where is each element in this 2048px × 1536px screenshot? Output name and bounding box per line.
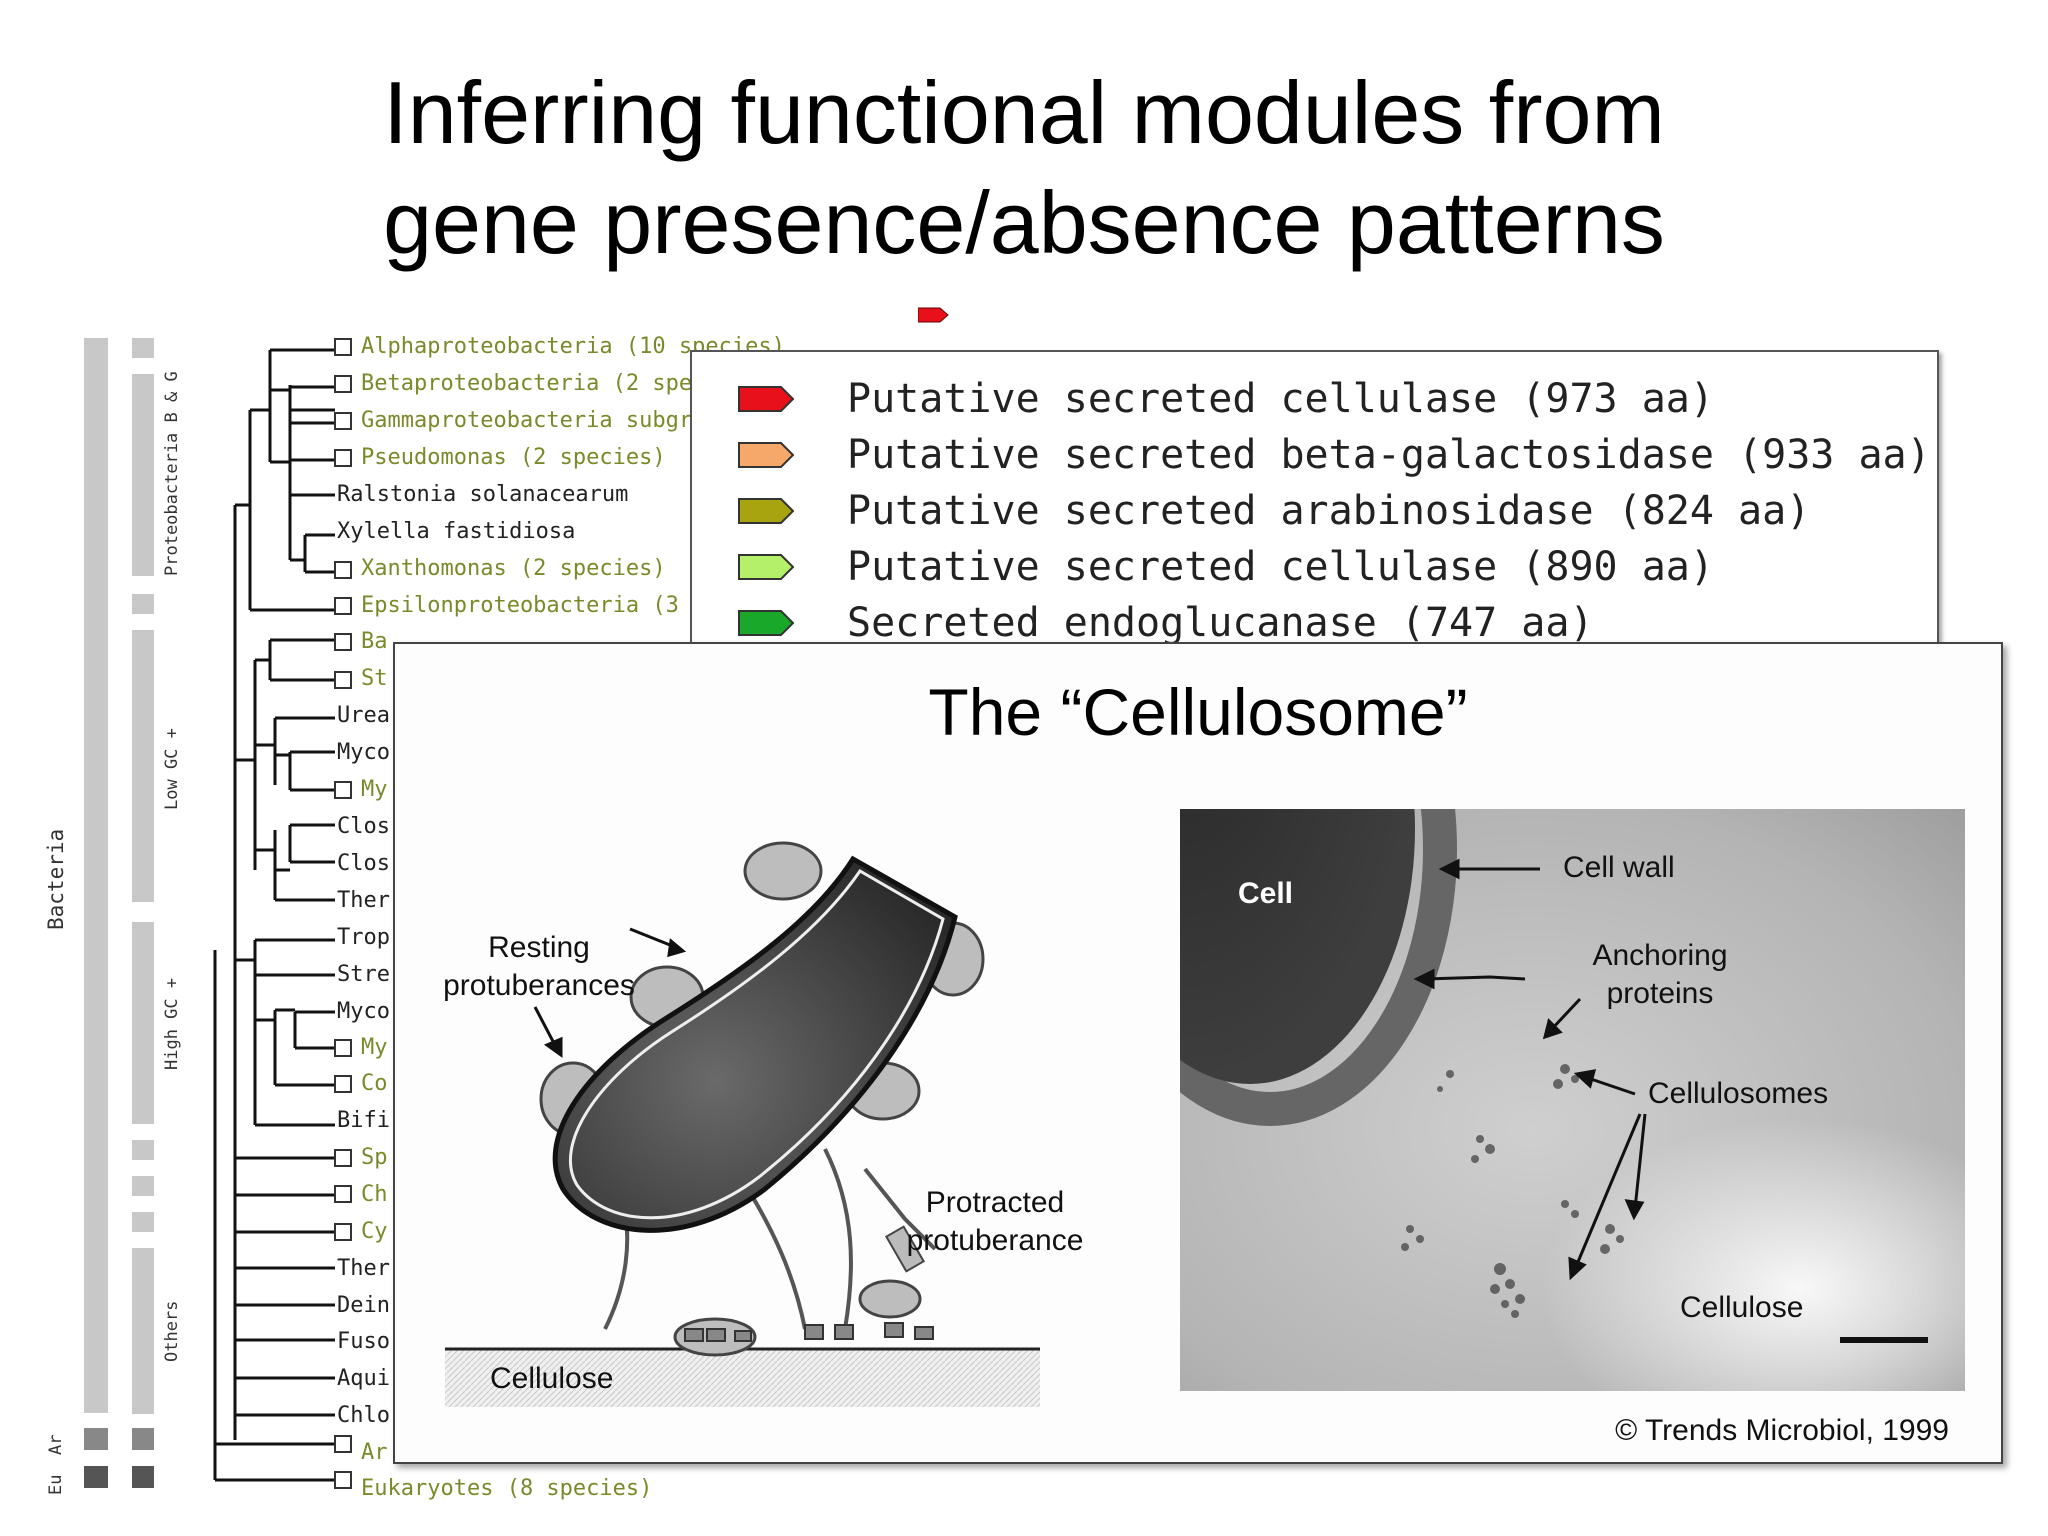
gene-arrow-icon	[738, 554, 795, 580]
slide-title: Inferring functional modules from gene p…	[0, 58, 2048, 278]
tree-row: Trop	[337, 925, 390, 950]
cell-label: Cell	[1238, 877, 1294, 910]
anchoring-line-1: Anchoring	[1592, 939, 1728, 972]
low-gc-group-label: Low GC +	[162, 728, 182, 810]
tree-row: Clos	[337, 851, 390, 876]
tree-row[interactable]: St	[361, 666, 388, 691]
tree-row[interactable]: Co	[361, 1071, 388, 1096]
legend-item: Putative secreted cellulase (890 aa)	[737, 542, 1714, 592]
micrograph-image	[1180, 809, 1965, 1391]
high-gc-group-label: High GC +	[162, 977, 182, 1070]
anchoring-proteins-label: Anchoring proteins	[1585, 937, 1735, 1013]
tree-row[interactable]: Epsilonproteobacteria (3	[361, 593, 679, 618]
tree-row: Urea	[337, 703, 390, 728]
tree-row[interactable]: Ch	[361, 1182, 388, 1207]
tree-row: Xylella fastidiosa	[337, 519, 576, 544]
tree-row: Dein	[337, 1293, 390, 1318]
tree-row[interactable]: Sp	[361, 1145, 388, 1170]
tree-row[interactable]: My	[361, 777, 388, 802]
tree-row[interactable]: My	[361, 1035, 388, 1060]
tree-row[interactable]: Gammaproteobacteria subgr	[361, 408, 693, 433]
legend-item: Putative secreted beta-galactosidase (93…	[737, 430, 1931, 480]
resting-line-1: Resting	[488, 931, 590, 964]
tree-row: Chlo	[337, 1403, 390, 1428]
eukaryote-abbrev-label: Eu	[46, 1474, 66, 1495]
cellulosomes-label: Cellulosomes	[1648, 1077, 1829, 1110]
protracted-line-2: protuberance	[906, 1224, 1084, 1257]
tree-row[interactable]: Ar	[361, 1440, 388, 1465]
gene-legend-box: Putative secreted cellulase (973 aa) Put…	[690, 350, 1939, 654]
tree-row[interactable]: Ba	[361, 629, 388, 654]
resting-protuberances-label: Resting protuberances	[439, 929, 639, 1005]
tree-row: Ther	[337, 1256, 390, 1281]
cellulosome-diagram	[445, 841, 1040, 1407]
tree-row[interactable]: Pseudomonas (2 species)	[361, 445, 666, 470]
diagram-cellulose-label: Cellulose	[490, 1362, 614, 1395]
slide-title-line-2: gene presence/absence patterns	[383, 173, 1665, 272]
tree-row: Myco	[337, 999, 390, 1024]
proteobacteria-group-label: Proteobacteria B & G	[162, 371, 182, 576]
slide-title-line-1: Inferring functional modules from	[383, 63, 1665, 162]
gene-arrow-icon	[738, 386, 795, 412]
resting-line-2: protuberances	[443, 969, 635, 1002]
micrograph-cellulose-label: Cellulose	[1680, 1291, 1804, 1324]
gene-arrow-icon	[738, 442, 795, 468]
legend-item: Secreted endoglucanase (747 aa)	[737, 598, 1594, 648]
legend-item-label: Secreted endoglucanase (747 aa)	[847, 600, 1594, 646]
legend-item-label: Putative secreted cellulase (890 aa)	[847, 544, 1714, 590]
tree-row[interactable]: Eukaryotes (8 species)	[361, 1476, 653, 1501]
tree-row: Fuso	[337, 1329, 390, 1354]
protracted-line-1: Protracted	[925, 1186, 1065, 1219]
tree-row: Aqui	[337, 1366, 390, 1391]
tree-row: Ralstonia solanacearum	[337, 482, 629, 507]
archaea-abbrev-label: Ar	[46, 1434, 66, 1455]
cellulosome-title: The “Cellulosome”	[928, 675, 1468, 749]
others-group-label: Others	[162, 1300, 182, 1362]
tree-row[interactable]: Cy	[361, 1219, 388, 1244]
bacteria-label: Bacteria	[44, 828, 68, 930]
tree-row: Bifi	[337, 1108, 390, 1133]
tree-row: Clos	[337, 814, 390, 839]
cell-wall-label: Cell wall	[1563, 851, 1675, 884]
tree-row[interactable]: Xanthomonas (2 species)	[361, 556, 666, 581]
gene-arrow-icon	[738, 610, 795, 636]
tree-row: Stre	[337, 962, 390, 987]
gene-arrow-icon	[738, 498, 795, 524]
legend-item-label: Putative secreted cellulase (973 aa)	[847, 376, 1714, 422]
legend-item-label: Putative secreted arabinosidase (824 aa)	[847, 488, 1811, 534]
red-gene-marker	[918, 307, 949, 323]
anchoring-line-2: proteins	[1606, 977, 1714, 1010]
legend-item-label: Putative secreted beta-galactosidase (93…	[847, 432, 1931, 478]
protracted-protuberance-label: Protracted protuberance	[895, 1184, 1095, 1260]
image-credit: © Trends Microbiol, 1999	[1615, 1414, 1949, 1447]
electron-micrograph: Cell Cell wall Anchoring proteins Cellul…	[1180, 809, 1965, 1391]
tree-row: Myco	[337, 740, 390, 765]
tree-row[interactable]: Betaproteobacteria (2 spe	[361, 371, 693, 396]
legend-item: Putative secreted cellulase (973 aa)	[737, 374, 1714, 424]
tree-row: Ther	[337, 888, 390, 913]
cellulosome-panel: The “Cellulosome”	[393, 642, 2003, 1464]
legend-item: Putative secreted arabinosidase (824 aa)	[737, 486, 1810, 536]
